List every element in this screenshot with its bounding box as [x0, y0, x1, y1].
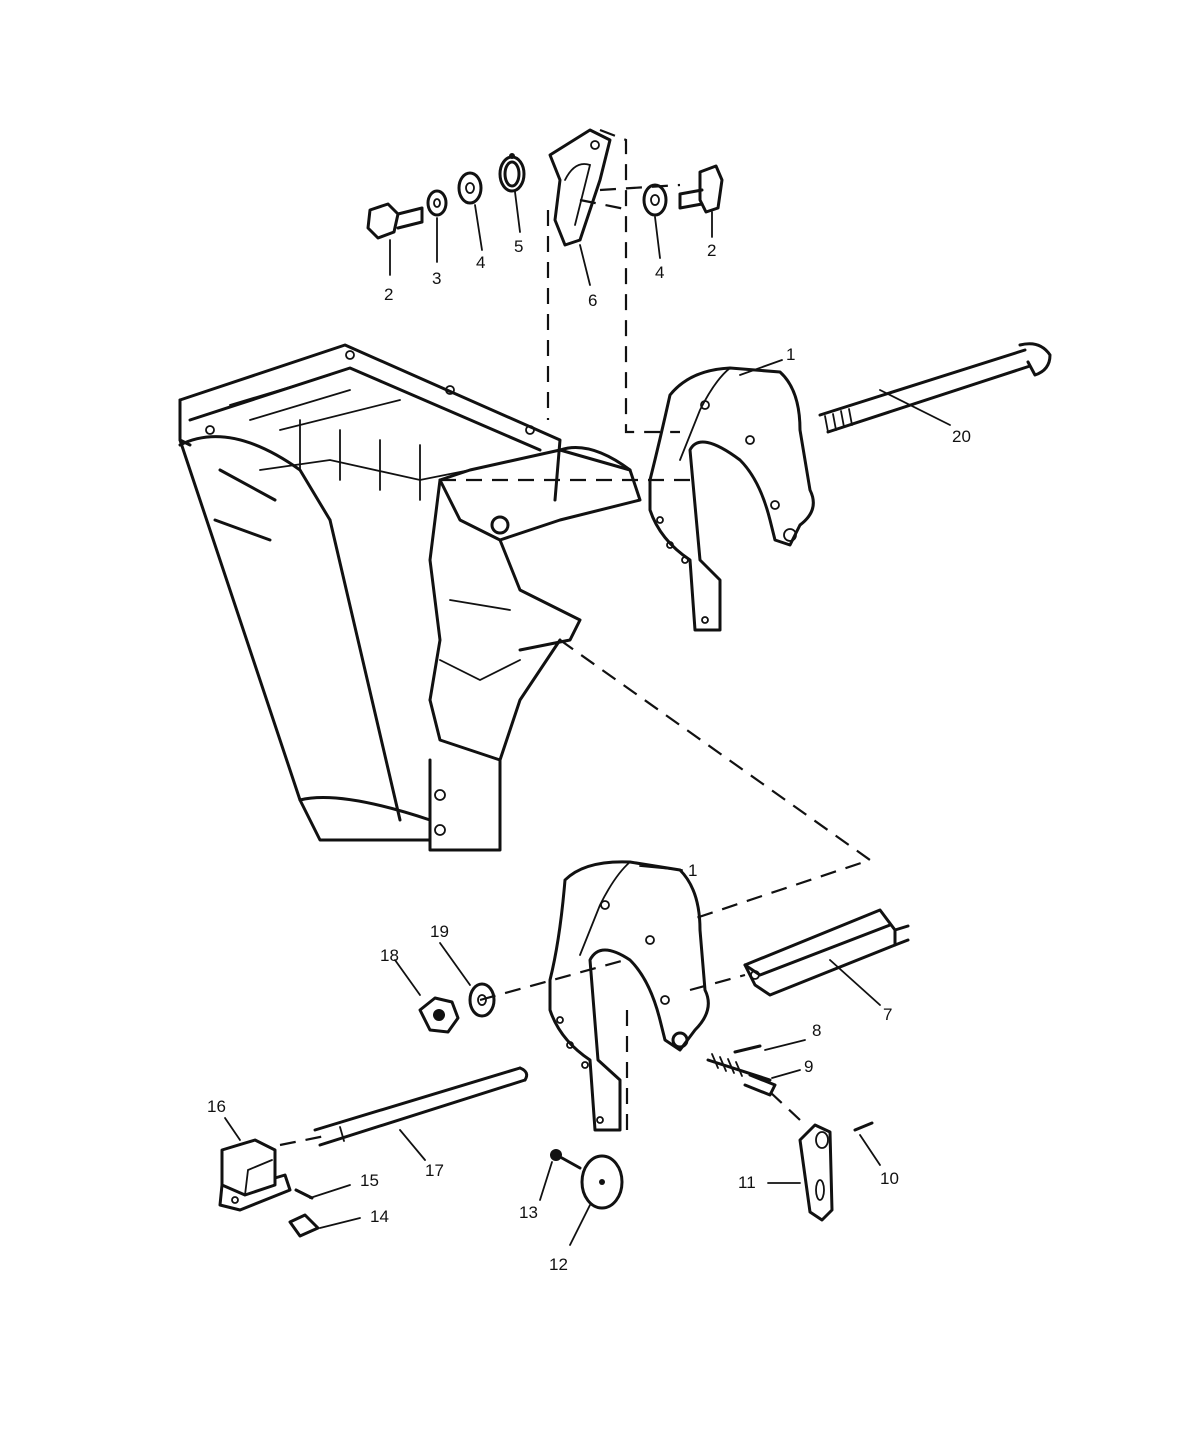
callout-8: 8 [812, 1021, 821, 1040]
callout-4-right: 4 [655, 263, 664, 282]
callout-14: 14 [370, 1207, 389, 1226]
pin-and-spring [706, 1044, 777, 1097]
callout-2-left: 2 [384, 285, 393, 304]
tilt-lever [798, 1121, 874, 1222]
upper-clamp-bracket [648, 366, 815, 632]
knob-disc [550, 1149, 624, 1210]
long-bolt [818, 342, 1052, 434]
callout-2-right: 2 [707, 241, 716, 260]
callout-18: 18 [380, 946, 399, 965]
callout-9: 9 [804, 1057, 813, 1076]
callout-13: 13 [519, 1203, 538, 1222]
callout-5: 5 [514, 237, 523, 256]
rod-bracket-assembly [218, 1138, 320, 1238]
leader-lines [224, 191, 951, 1246]
lower-clamp-bracket [548, 860, 710, 1132]
callout-17: 17 [425, 1161, 444, 1180]
adjustment-rod [313, 1066, 529, 1147]
callout-4-left: 4 [476, 253, 485, 272]
callout-15: 15 [360, 1171, 379, 1190]
driveshaft-housing [178, 343, 562, 842]
nut-and-washer [418, 982, 496, 1034]
swivel-bracket [428, 446, 642, 852]
callout-3: 3 [432, 269, 441, 288]
upper-hardware [366, 128, 724, 247]
tilt-cylinder [743, 908, 910, 997]
callout-10: 10 [880, 1169, 899, 1188]
callout-6: 6 [588, 291, 597, 310]
callout-19: 19 [430, 922, 449, 941]
callout-1-upper: 1 [786, 345, 795, 364]
callout-labels: 2 3 4 5 6 4 2 1 20 1 19 18 7 8 9 16 17 1… [207, 237, 971, 1274]
callout-11: 11 [738, 1173, 756, 1192]
callout-12: 12 [549, 1255, 568, 1274]
callout-20: 20 [952, 427, 971, 446]
callout-7: 7 [883, 1005, 892, 1024]
assembly-lines [279, 128, 873, 1147]
callout-16: 16 [207, 1097, 226, 1116]
callout-1-lower: 1 [688, 861, 697, 880]
